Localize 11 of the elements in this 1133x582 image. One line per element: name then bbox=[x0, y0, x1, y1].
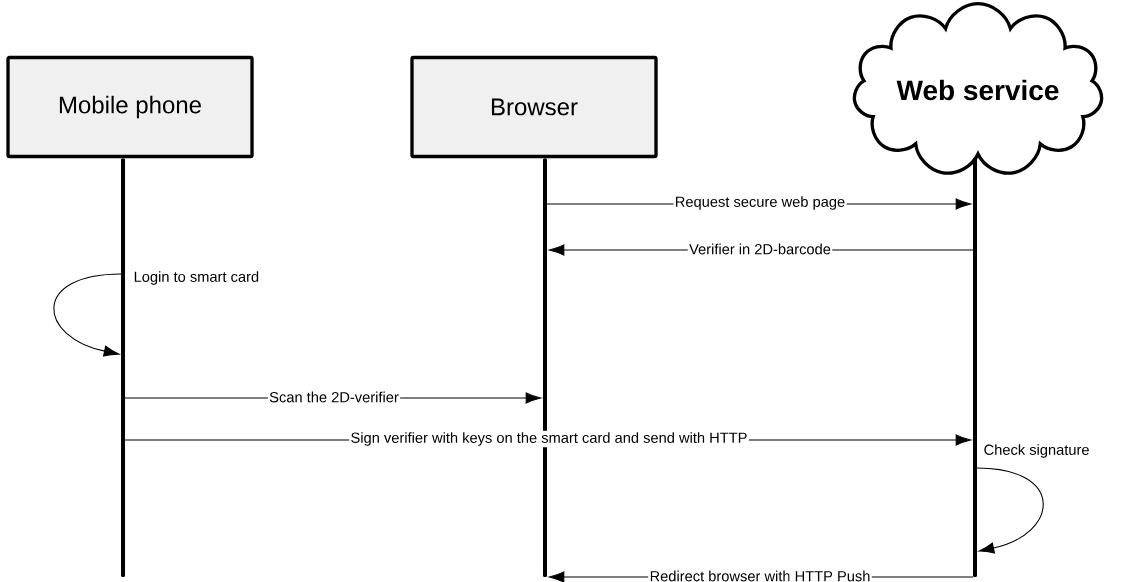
edge-label: Check signature bbox=[984, 444, 1089, 458]
participant-box: Browser bbox=[410, 55, 658, 159]
self-arrow bbox=[976, 467, 1044, 554]
participant-box: Mobile phone bbox=[6, 55, 254, 159]
edge-label: Redirect browser with HTTP Push bbox=[648, 569, 872, 582]
edge-label: Verifier in 2D-barcode bbox=[687, 242, 833, 256]
edge-label: Scan the 2D-verifier bbox=[267, 390, 401, 404]
edge-label: Sign verifier with keys on the smart card and send with HTTP bbox=[349, 430, 749, 448]
self-arrow bbox=[53, 273, 122, 357]
edge-label: Login to smart card bbox=[134, 271, 259, 285]
edge-label: Request secure web page bbox=[673, 194, 847, 212]
